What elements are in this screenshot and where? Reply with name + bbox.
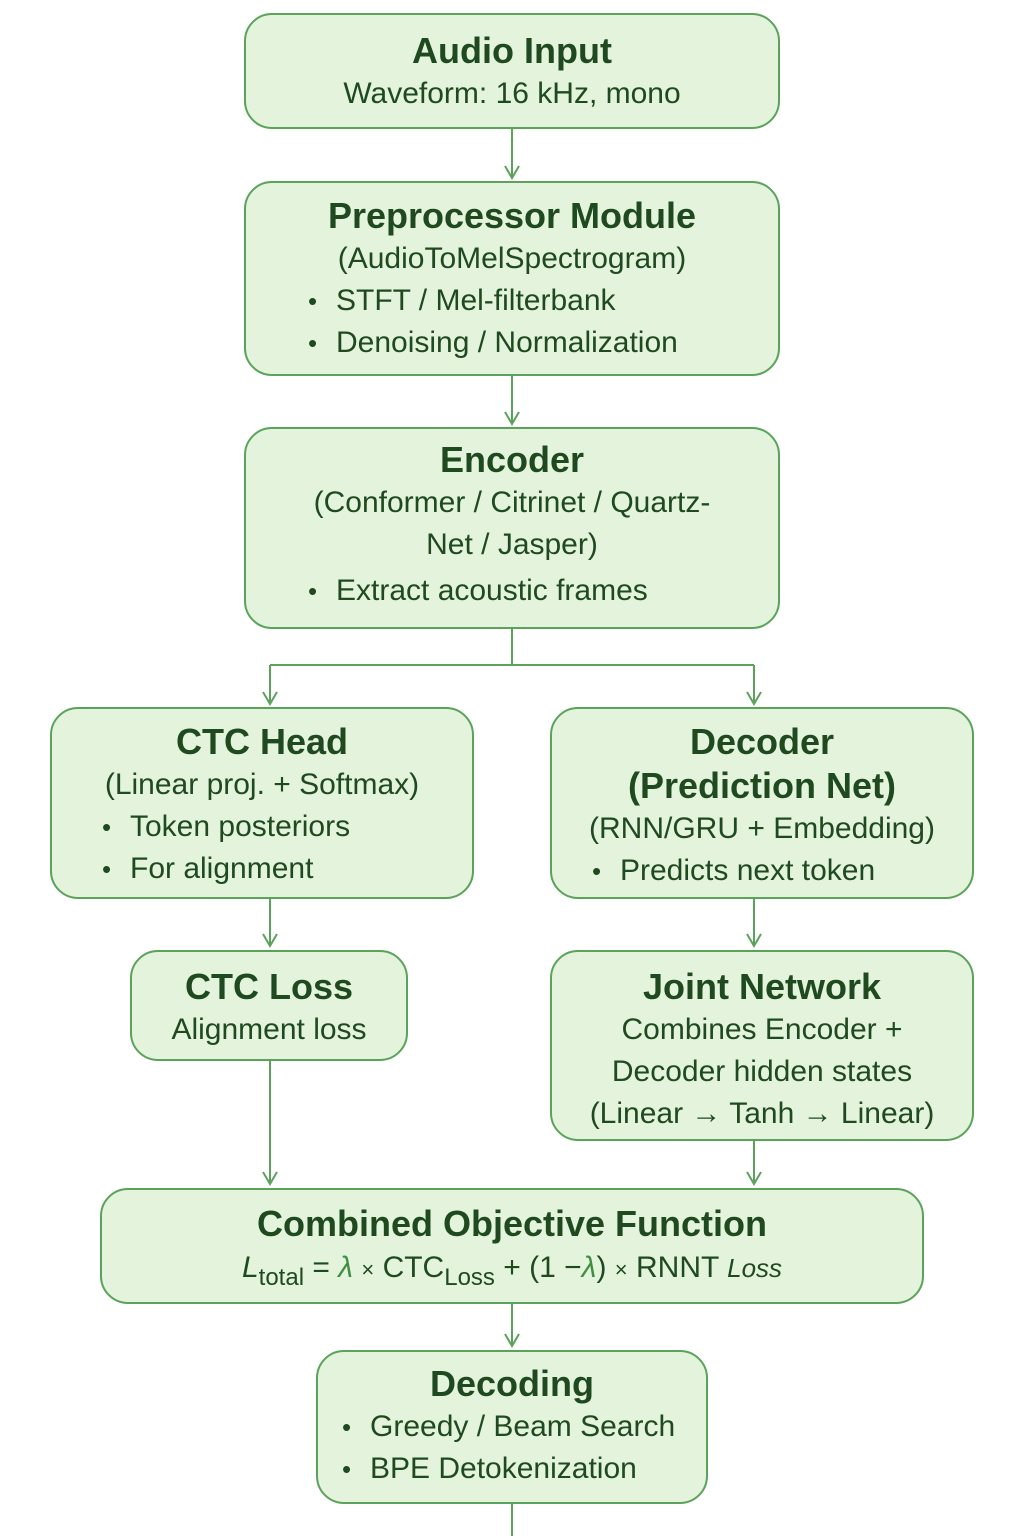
decoding-bullet: Greedy / Beam Search	[342, 1406, 706, 1448]
arrowhead-objective-to-decoding	[504, 1333, 520, 1348]
formula-lambda: λ	[338, 1251, 354, 1284]
arrowhead-split-to-decoder	[746, 691, 762, 706]
ctc-head-bullet: Token posteriors	[102, 806, 472, 848]
encoder-subtitle-line1: (Conformer / Citrinet / Quartz-	[313, 486, 711, 519]
formula-times-2: ×	[614, 1257, 628, 1282]
preprocessor-subtitle: (AudioToMelSpectrogram)	[337, 242, 687, 275]
arrowhead-preprocessor-to-encoder	[504, 411, 520, 426]
ctc-loss-title: CTC Loss	[184, 966, 353, 1007]
decoder-title-line1: Decoder	[689, 721, 835, 762]
ctc-head-subtitle: (Linear proj. + Softmax)	[104, 768, 420, 801]
decoder-subtitle: (RNN/GRU + Embedding)	[589, 812, 935, 845]
audio-input-subtitle: Waveform: 16 kHz, mono	[343, 77, 681, 110]
formula-lambda-2: λ	[581, 1251, 597, 1284]
ctc-loss-box: CTC Loss Alignment loss	[130, 950, 408, 1061]
formula-times: ×	[361, 1257, 375, 1282]
audio-input-box: Audio Input Waveform: 16 kHz, mono	[244, 13, 780, 129]
joint-network-title: Joint Network	[642, 966, 882, 1007]
formula-close: )	[596, 1251, 607, 1284]
combined-objective-title: Combined Objective Function	[256, 1203, 768, 1244]
preprocessor-box: Preprocessor Module (AudioToMelSpectrogr…	[244, 181, 780, 376]
preprocessor-bullet: STFT / Mel-filterbank	[308, 280, 778, 322]
formula-ctc: CTC	[382, 1251, 445, 1284]
preprocessor-title: Preprocessor Module	[327, 195, 697, 236]
encoder-box: Encoder (Conformer / Citrinet / Quartz- …	[244, 427, 780, 629]
arrowhead-ctc-loss-to-objective	[262, 1171, 278, 1186]
decoding-title: Decoding	[429, 1363, 594, 1404]
arrowhead-input-to-preprocessor	[504, 165, 520, 180]
encoder-bullet: Extract acoustic frames	[308, 570, 778, 612]
formula-ctc-loss: Loss	[444, 1264, 495, 1291]
formula-total: total	[258, 1264, 305, 1291]
arrowhead-ctc-head-to-ctc-loss	[262, 933, 278, 948]
joint-network-line: Decoder hidden states	[611, 1055, 913, 1088]
ctc-head-title: CTC Head	[175, 721, 349, 762]
joint-network-box: Joint Network Combines Encoder + Decoder…	[550, 950, 974, 1141]
preprocessor-bullet: Denoising / Normalization	[308, 322, 778, 364]
joint-network-line: Combines Encoder +	[621, 1013, 903, 1046]
decoder-title-line2: (Prediction Net)	[627, 765, 896, 806]
encoder-title: Encoder	[439, 439, 585, 480]
formula-equals: =	[312, 1251, 330, 1284]
combined-objective-box: Combined Objective Function Ltotal = λ ×…	[100, 1188, 924, 1304]
decoding-bullet: BPE Detokenization	[342, 1448, 706, 1490]
audio-input-title: Audio Input	[412, 30, 612, 71]
arrowhead-split-to-ctc-head	[262, 691, 278, 706]
formula-rnnt-loss: Loss	[727, 1253, 783, 1283]
encoder-subtitle-line2: Net / Jasper)	[426, 528, 598, 561]
arrowhead-joint-to-objective	[746, 1171, 762, 1186]
ctc-head-bullet: For alignment	[102, 848, 472, 890]
decoding-box: Decoding Greedy / Beam Search BPE Detoke…	[316, 1350, 708, 1504]
objective-formula: Ltotal = λ × CTCLoss + (1 −λ) × RNNT Los…	[102, 1246, 922, 1300]
formula-plus: +	[503, 1251, 521, 1284]
formula-rnnt: RNNT	[635, 1251, 719, 1284]
decoder-bullet: Predicts next token	[592, 850, 972, 892]
formula-open: (1 −	[529, 1251, 582, 1284]
ctc-loss-subtitle: Alignment loss	[171, 1013, 367, 1046]
joint-network-line: (Linear → Tanh → Linear)	[589, 1097, 935, 1130]
formula-l: L	[241, 1251, 259, 1284]
arrowhead-decoder-to-joint	[746, 933, 762, 948]
ctc-head-box: CTC Head (Linear proj. + Softmax) Token …	[50, 707, 474, 899]
decoder-box: Decoder (Prediction Net) (RNN/GRU + Embe…	[550, 707, 974, 899]
